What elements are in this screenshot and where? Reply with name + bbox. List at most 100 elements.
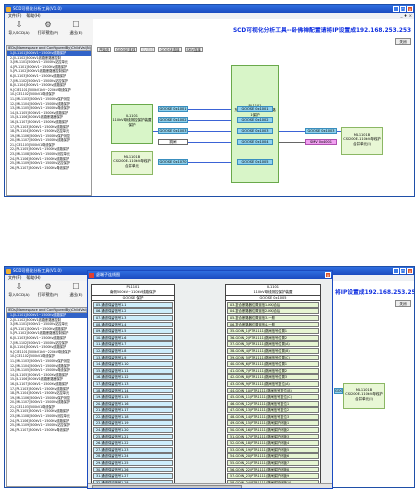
tree-item[interactable]: 17-[PL1103]500kV1~1500Kv线路保护	[10, 386, 70, 391]
close-icon[interactable]: ×	[407, 6, 413, 12]
tree-item[interactable]: 10-[CE1102]500kV1母线保护	[10, 354, 55, 359]
signal-row[interactable]: 53-GOIN_19(PTR1111)跳闸保护闭锁5	[227, 446, 319, 453]
tree-item[interactable]: 16-[IL1107]500kV1~1500Kv线路保护	[10, 119, 69, 124]
tree-item[interactable]: 1-[IL1101]500kV1~1500Kv线路保护	[7, 51, 91, 56]
signal-row[interactable]: 05-通道保留信号1.1	[93, 301, 173, 308]
signal-row[interactable]: 14-通道保留信号1.10	[93, 361, 173, 367]
dialog-close-icon[interactable]: ×	[325, 272, 331, 278]
mdi-controls[interactable]: _ ♦ ×	[400, 13, 412, 18]
signal-row[interactable]: 29-通道保留信号1.25	[93, 460, 173, 466]
link-center-2[interactable]: GOOSE 0x1002	[237, 117, 273, 123]
ied-box-center[interactable]: PL1101 东侧500kV1~110kV线路 1保护	[231, 65, 279, 183]
close-page-button[interactable]: 关闭	[395, 38, 411, 45]
link-right-behind[interactable]: GOOSE 0x1003	[334, 388, 343, 394]
minimize-icon[interactable]: _	[393, 268, 399, 274]
tree-item[interactable]: 25-[ML1109]500kV1~1500Kv站控保护	[10, 161, 70, 166]
import-scd-button[interactable]: ⇩导入SCD(A)	[8, 20, 30, 36]
signal-row[interactable]: 04-复合断路器位置遥信2-KKJ合后	[227, 308, 319, 315]
tree-item[interactable]: 21-[CE1103]500kV1母线保护	[10, 142, 55, 147]
signal-row[interactable]: 46-GOIN_12(PTR1111)跳闸信号复位1	[227, 400, 319, 407]
signal-row[interactable]: 48-GOIN_14(PTR1111)跳闸信号复位3	[227, 413, 319, 420]
scrollbar-thumb[interactable]	[92, 484, 242, 488]
signal-row[interactable]: 25-通道保留信号1.21	[93, 433, 173, 440]
tree-item[interactable]: 12-[ML1104]500kV1~1500Kv线路保护	[10, 101, 70, 106]
signal-row[interactable]: 52-GOIN_18(PTR1111)跳闸保护闭锁4	[227, 440, 319, 447]
signal-row[interactable]: 10-通道保留信号1.6	[93, 334, 173, 341]
tree-item[interactable]: 8-[IL1104]500kV1~1500Kv线路保护	[10, 83, 67, 88]
signal-row[interactable]: 47-GOIN_13(PTR1111)跳闸信号复位2	[227, 407, 319, 414]
signal-row[interactable]: 28-通道保留信号1.24	[93, 453, 173, 460]
signal-row[interactable]: 36-GOIN_2(PTR1111)跳闸信号位置2	[227, 334, 319, 341]
signal-row[interactable]: 19-通道保留信号1.15	[93, 394, 173, 400]
print-preview-button[interactable]: ⚙打印预览(P)	[37, 282, 59, 298]
tree-item[interactable]: 16-[IL1107]500kV1~1500Kv线路保护	[10, 381, 69, 386]
tree-item[interactable]: 6-[IL1103]500kV1~1500Kv线路保护	[10, 73, 67, 78]
signal-row[interactable]: 50-GOIN_16(PTR1111)跳闸保护闭锁2	[227, 427, 319, 433]
signal-row[interactable]: 26-通道保留信号1.22	[93, 440, 173, 447]
signal-row[interactable]: 37-GOIN_3(PTR1111)跳闸信号位置(A)	[227, 341, 319, 348]
signal-row[interactable]: 07-通道保留信号1.3	[93, 314, 173, 321]
signal-row[interactable]: 12-通道保留信号1.8	[93, 347, 173, 354]
tree-item[interactable]: 6-[IL1103]500kV1~1500Kv线路保护	[10, 335, 67, 340]
signal-row[interactable]: 06-复合断路器位置遥信4-一般	[227, 321, 319, 328]
tree-item[interactable]: 21-[CE1103]500kV1母线保护	[10, 404, 55, 409]
print-preview-button[interactable]: ⚙打印预览(P)	[37, 20, 59, 36]
tree-item[interactable]: 11-[ML1103]500kV1~1500Kv保护测控	[10, 358, 70, 363]
tree-item[interactable]: 26-[PL1107]500kV1~1500Kv母线保护	[10, 165, 70, 170]
tab-goose-conn[interactable]: GOOSE连接	[158, 47, 182, 52]
signal-row[interactable]: 39-GOIN_5(PTR1111)跳闸信号位置(C)	[227, 354, 319, 361]
tree-item[interactable]: 23-[ML1108]500kV1~1500Kv测控单元	[10, 414, 70, 419]
tree-item[interactable]: 19-[ML1106]500kV1~1500Kv保护测控	[10, 395, 70, 400]
signal-row[interactable]: 31-通道保留信号1.27	[93, 473, 173, 480]
tree-item[interactable]: 17-[PL1103]500kV1~1500Kv线路保护	[10, 124, 70, 129]
link-left-1[interactable]: GOOSE 0x1001	[158, 106, 188, 112]
link-right-1[interactable]: GOOSE 0x1003	[305, 128, 337, 134]
tree-item[interactable]: 9-[CIE1101]500kV1kV~220kV母线保护	[10, 87, 71, 92]
tree-item[interactable]: 5-[PL1102]500kV1线路断路器控制保护	[10, 69, 69, 74]
signal-row[interactable]: 27-通道保留信号1.23	[93, 446, 173, 453]
signal-row[interactable]: 15-通道保留信号1.11	[93, 367, 173, 374]
tree-item[interactable]: 24-[PL1106]500kV1~1500Kv线路保护	[10, 418, 70, 423]
link-left-2[interactable]: GOOSE 0x1002	[158, 117, 188, 123]
signal-row[interactable]: 11-通道保留信号1.7	[93, 341, 173, 348]
signal-row[interactable]: 56-GOIN_22(PTR1111)跳闸保护闭锁8	[227, 466, 319, 473]
tree-item[interactable]: 20-[ML1107]500kV1~1500Kv线路保护	[10, 400, 70, 405]
signal-row[interactable]: 09-通道保留信号1.5	[93, 328, 173, 334]
maximize-icon[interactable]: □	[400, 268, 406, 274]
tree-item[interactable]: 7-[ML1102]500kV1~1500Kv站控保护	[10, 340, 68, 345]
close-icon[interactable]: ×	[407, 268, 413, 274]
tree-item[interactable]: 26-[PL1107]500kV1~1500Kv母线保护	[10, 427, 70, 432]
tree-item[interactable]: 12-[ML1104]500kV1~1500Kv线路保护	[10, 363, 70, 368]
signal-row[interactable]: 38-GOIN_4(PTR1111)跳闸信号位置(B)	[227, 347, 319, 354]
signal-row[interactable]: 41-GOIN_7(PTR1111)跳闸信号位置2	[227, 367, 319, 374]
signal-row[interactable]: 40-GOIN_6(PTR1111)跳闸信号位置1	[227, 361, 319, 367]
ied-box-right-behind[interactable]: ML1101B CSI200E-110kV母线护 合并单元(I)	[343, 383, 385, 409]
tree-item[interactable]: 1-[IL1101]500kV1~1500Kv线路保护	[7, 313, 91, 318]
tree-item[interactable]: 10-[CE1102]500kV1母线保护	[10, 92, 55, 97]
tree-item[interactable]: 13-[ML1105]500kV1~1500Kv母线保护	[10, 368, 70, 373]
signal-row[interactable]: 20-通道保留信号1.16	[93, 400, 173, 407]
tab-goose-line[interactable]: GOOSE连线	[114, 47, 138, 52]
tree-item[interactable]: 18-[PL1104]500kV1~1500Kv站控单元	[10, 129, 70, 134]
tree-item[interactable]: 22-[PL1105]500kV1~1500Kv线路保护	[10, 409, 70, 414]
tree-item[interactable]: 5-[PL1102]500kV1线路断路器控制保护	[10, 331, 69, 336]
tree-item[interactable]: 15-[IL1106]500kV1线路断路器保护	[10, 377, 63, 382]
tree-item[interactable]: 2-[IL1102]500kV1线路断路器控制	[10, 317, 61, 322]
tree-item[interactable]: 3-[ML1101]500kV1~1500Kv站控单元	[10, 322, 68, 327]
tree-item[interactable]: 4-[PL1101]500kV1~1500Kv线路保护	[10, 326, 68, 331]
exit-button[interactable]: ☐退出(E)	[69, 282, 83, 298]
signal-row[interactable]: 21-通道保留信号1.17	[93, 407, 173, 414]
close-page-button[interactable]: 关闭	[395, 300, 411, 307]
signal-row[interactable]: 22-通道保留信号1.18	[93, 413, 173, 420]
tree-item[interactable]: 9-[CIE1101]500kV1kV~220kV母线保护	[10, 349, 71, 354]
signal-row[interactable]: 42-GOIN_8(PTR1111)跳闸信号位置3	[227, 374, 319, 381]
signal-row[interactable]: 18-通道保留信号1.14	[93, 387, 173, 394]
link-center-5[interactable]: GOOSE 0x1005	[237, 159, 273, 165]
signal-row[interactable]: 43-GOIN_9(PTR1111)跳闸信号复位(A)	[227, 380, 319, 387]
signal-row[interactable]: 06-通道保留信号1.2	[93, 308, 173, 315]
exit-button[interactable]: ☐退出(E)	[69, 20, 83, 36]
ied-box-left-bottom[interactable]: ML1101B CSI200E-110kV母线护 合并单元	[111, 151, 153, 175]
tree-item[interactable]: 13-[ML1105]500kV1~1500Kv母线保护	[10, 106, 70, 111]
signal-row[interactable]: 30-通道保留信号1.26	[93, 466, 173, 473]
tree-item[interactable]: 14-[IL1105]500kV1~1500Kv线路保护	[10, 110, 69, 115]
